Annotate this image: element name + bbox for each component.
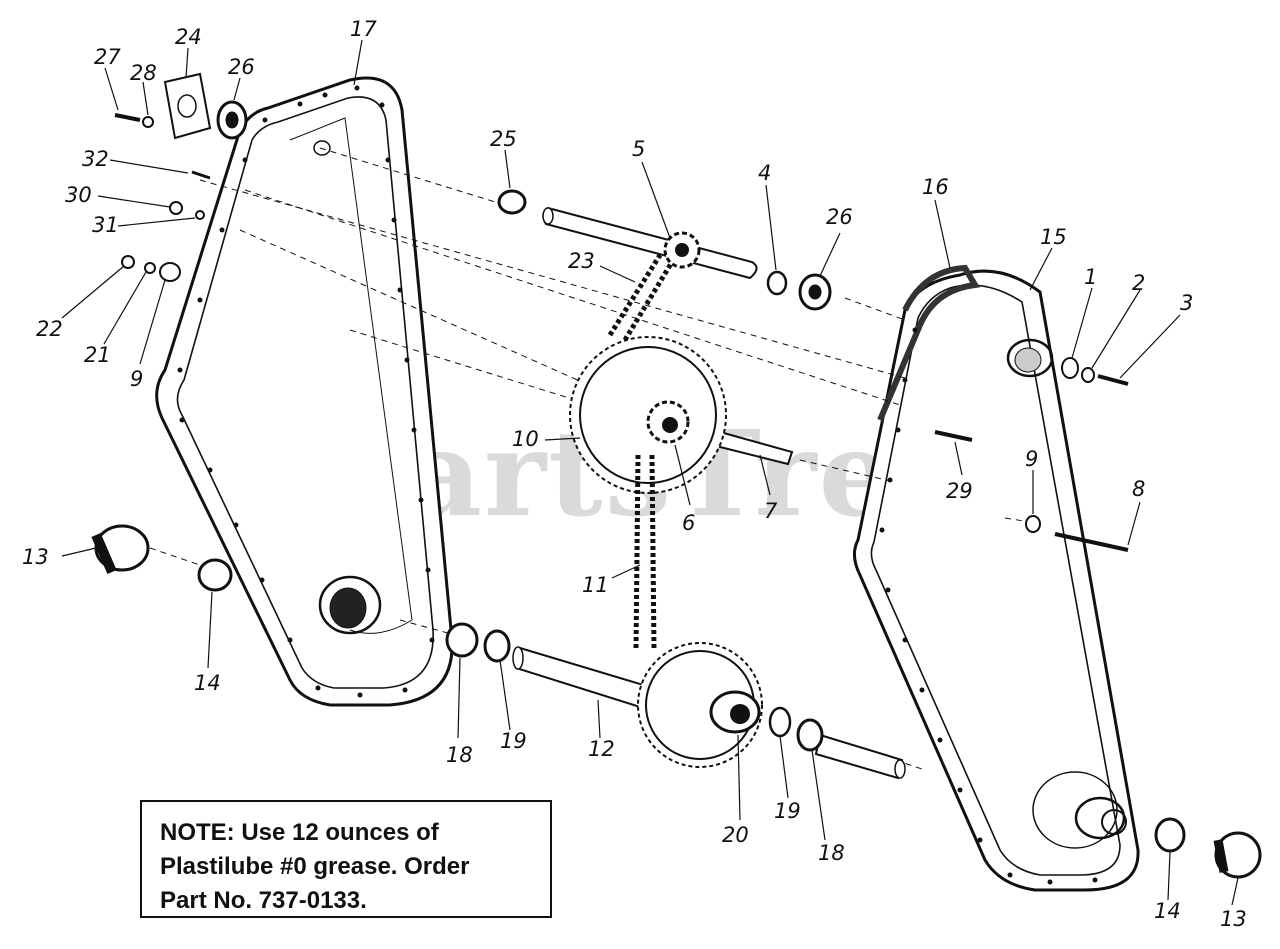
callout-18-left: 18 — [446, 743, 473, 767]
chain-11 — [633, 454, 657, 651]
lower-sprocket-20 — [637, 642, 763, 768]
callout-26-right: 26 — [826, 205, 853, 229]
callout-3: 3 — [1180, 291, 1193, 315]
callout-12: 12 — [588, 737, 615, 761]
callout-26-left: 26 — [228, 55, 255, 79]
right-chain-case — [853, 264, 1140, 892]
callout-9-right: 9 — [1025, 447, 1038, 471]
callout-28: 28 — [130, 61, 157, 85]
callout-5: 5 — [632, 137, 645, 161]
callout-13-right: 13 — [1220, 907, 1247, 931]
callout-16: 16 — [922, 175, 949, 199]
lower-axle-12 — [512, 646, 906, 780]
callout-1: 1 — [1084, 265, 1097, 289]
callout-21: 21 — [84, 343, 111, 367]
callout-27: 27 — [94, 45, 121, 69]
callout-19-right: 19 — [774, 799, 801, 823]
small-sprocket-5 — [663, 231, 701, 269]
callout-15: 15 — [1040, 225, 1067, 249]
callout-4: 4 — [758, 161, 771, 185]
callout-10: 10 — [512, 427, 539, 451]
callout-6: 6 — [682, 511, 695, 535]
callout-18-right: 18 — [818, 841, 845, 865]
callout-8: 8 — [1132, 477, 1145, 501]
chain-23 — [607, 253, 675, 342]
callout-7: 7 — [764, 499, 778, 523]
callout-22: 22 — [36, 317, 63, 341]
grease-note-box: NOTE: Use 12 ounces of Plastilube #0 gre… — [140, 800, 552, 918]
callout-2: 2 — [1132, 271, 1145, 295]
callout-11: 11 — [582, 573, 609, 597]
callout-14-left: 14 — [194, 671, 221, 695]
callout-labels: 27 28 24 26 17 32 30 31 22 21 9 25 5 23 … — [22, 17, 1247, 931]
left-chain-case — [155, 76, 454, 707]
callout-23: 23 — [568, 249, 595, 273]
callout-24: 24 — [175, 25, 202, 49]
callout-9-left: 9 — [130, 367, 143, 391]
callout-19-left: 19 — [500, 729, 527, 753]
callout-13-left: 13 — [22, 545, 49, 569]
callout-14-right: 14 — [1154, 899, 1181, 923]
large-sprocket-10 — [569, 336, 727, 494]
upper-shaft-5 — [542, 206, 758, 280]
callout-25: 25 — [490, 127, 517, 151]
callout-31: 31 — [92, 213, 119, 237]
callout-17: 17 — [350, 17, 377, 41]
bearings-and-hardware — [91, 72, 1262, 879]
callout-30: 30 — [65, 183, 92, 207]
callout-29: 29 — [946, 479, 973, 503]
leader-lines — [61, 39, 1239, 906]
callout-20: 20 — [722, 823, 749, 847]
callout-32: 32 — [82, 147, 109, 171]
grease-note-text: NOTE: Use 12 ounces of Plastilube #0 gre… — [160, 819, 470, 914]
